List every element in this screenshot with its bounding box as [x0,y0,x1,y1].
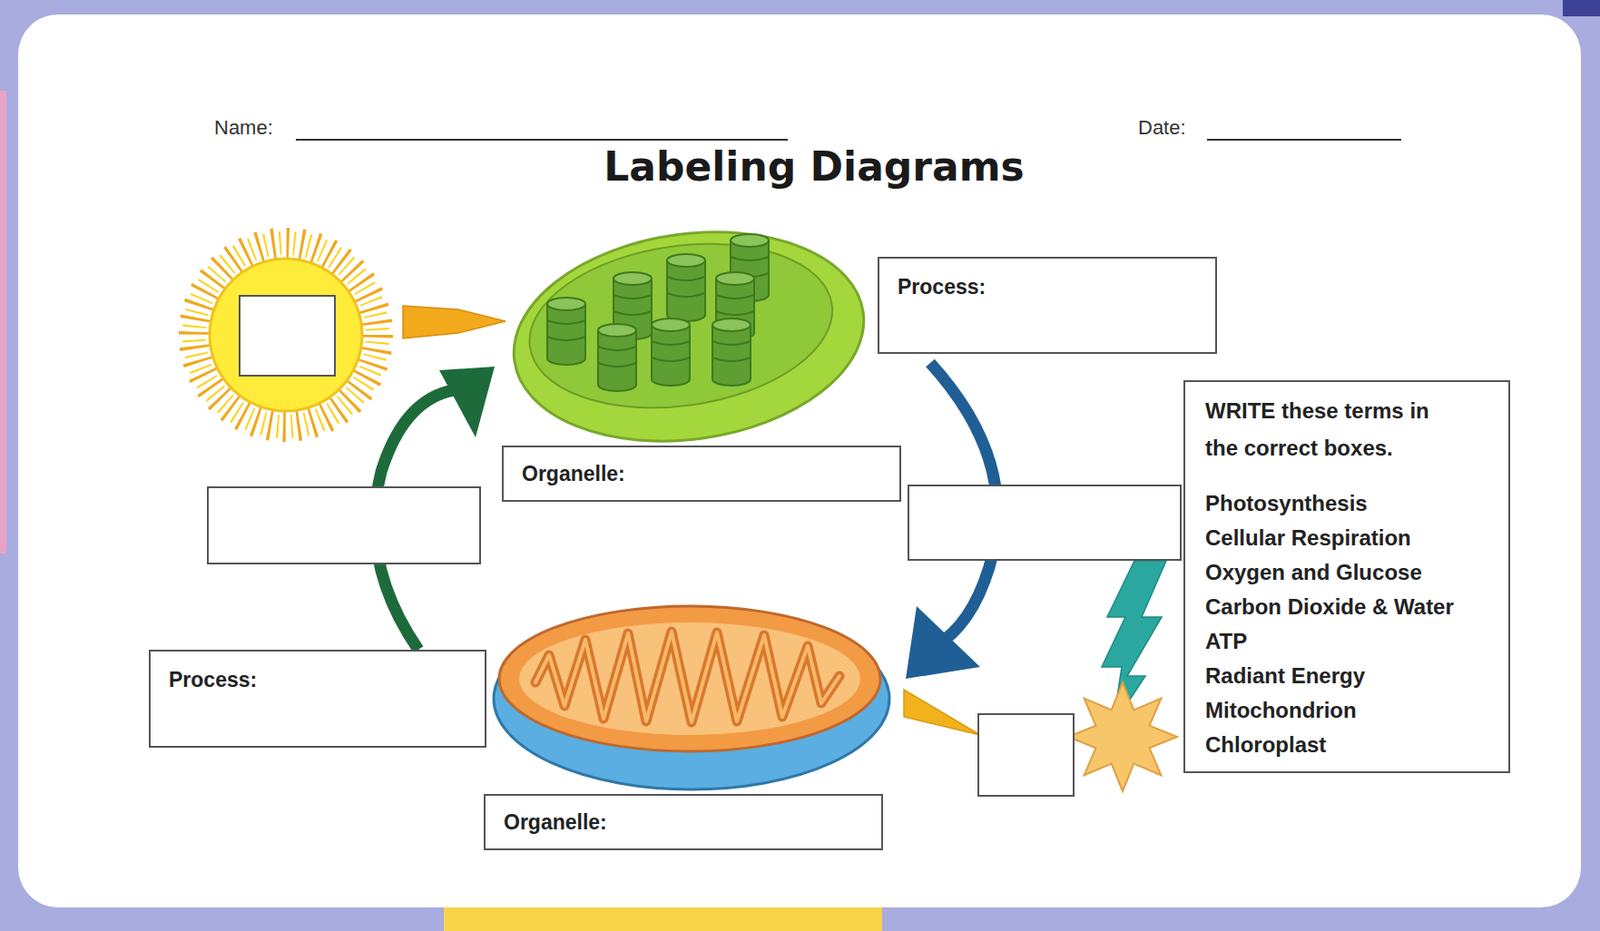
date-line [1207,138,1402,141]
process-box: Process: [877,256,1218,354]
mitochondrion-membrane [499,606,881,752]
worksheet-card [18,14,1581,908]
organelle-box: Organelle: [501,445,902,502]
organelle-label: Organelle: [503,810,608,835]
term-item: Cellular Respiration [1205,520,1500,556]
process-label: Process: [168,667,467,692]
term-item: Chloroplast [1205,727,1500,763]
process-box: Process: [148,649,487,748]
word-bank-box: WRITE these terms in the correct boxes. P… [1183,380,1511,774]
cristae [535,631,840,723]
side-strip [0,90,7,554]
corner-patch [1562,0,1600,17]
worksheet-title: Labeling Diagrams [451,141,1178,193]
starburst [1068,682,1178,792]
arrow-head [905,606,981,679]
instruction-text: WRITE these terms in the correct boxes. [1205,392,1451,467]
organelle-label: Organelle: [521,461,626,486]
term-item: Carbon Dioxide & Water [1205,589,1500,625]
chloroplast-membrane [500,210,878,463]
term-item: Photosynthesis [1205,486,1500,521]
term-item: Radiant Energy [1205,658,1500,694]
field-label: Name: [214,116,274,140]
organelle-box: Organelle: [483,794,884,851]
sun-rays [194,243,378,427]
field-label: Date: [1138,116,1187,140]
chloroplast-stroma [519,225,844,427]
process-label: Process: [897,274,1198,299]
chloroplast [500,210,878,463]
granum [547,297,586,365]
energy-arrow [903,689,981,736]
cristae-highlight [535,631,840,723]
granum [598,323,637,392]
name-line [295,138,788,141]
sun-disc [209,258,363,412]
term-item: ATP [1205,624,1500,659]
granum [667,254,706,322]
granum [651,318,690,386]
mitochondrion-matrix [519,622,861,736]
granum [712,318,751,386]
arrow-head [439,366,495,438]
energy-arrow [402,305,506,339]
answer-box [908,485,1181,560]
answer-box [207,487,481,564]
answer-box [239,295,335,376]
answer-box [978,714,1074,796]
term-item: Oxygen and Glucose [1205,555,1500,590]
term-item: Mitochondrion [1205,693,1500,728]
sun-rays [194,243,378,427]
